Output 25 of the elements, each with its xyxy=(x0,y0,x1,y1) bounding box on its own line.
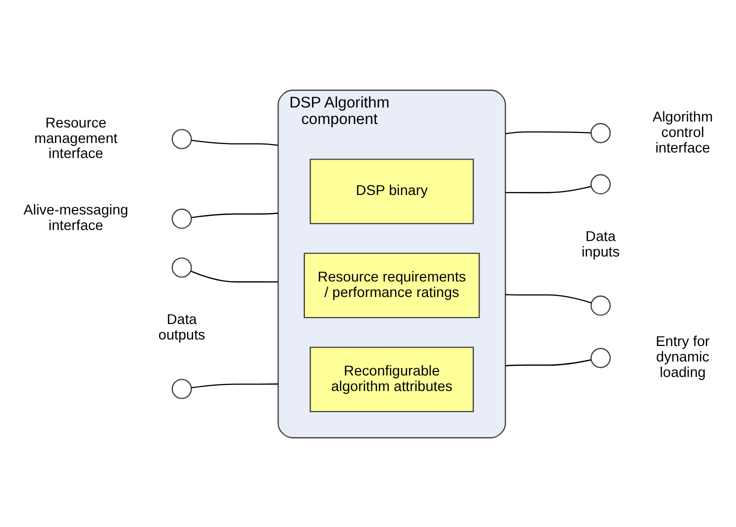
node-circle xyxy=(172,378,192,399)
node-circle xyxy=(590,174,611,194)
node-circle xyxy=(590,347,611,368)
node-label: Resource management interface xyxy=(34,114,118,162)
connector xyxy=(190,270,278,282)
node-label: Algorithm control interface xyxy=(652,108,713,156)
connector xyxy=(505,294,592,303)
connector xyxy=(191,382,278,388)
node-circle xyxy=(172,208,192,228)
node-label: Entry for dynamic loading xyxy=(656,334,710,381)
node-box: Reconfigurable algorithm attributes xyxy=(310,346,474,412)
connector xyxy=(191,139,278,146)
node-circle xyxy=(172,256,192,278)
node-box: DSP binary xyxy=(310,158,474,224)
connector xyxy=(505,358,592,366)
node-label: Alive-messaging interface xyxy=(24,202,128,234)
connector xyxy=(191,212,278,218)
label: Data inputs xyxy=(582,228,620,260)
label: Data outputs xyxy=(158,312,206,344)
node-circle xyxy=(590,295,611,316)
node-circle xyxy=(590,122,611,143)
connector xyxy=(505,185,592,193)
node-box: Resource requirements / performance ratings xyxy=(304,252,480,318)
node-circle xyxy=(172,128,192,149)
connector xyxy=(505,130,592,134)
